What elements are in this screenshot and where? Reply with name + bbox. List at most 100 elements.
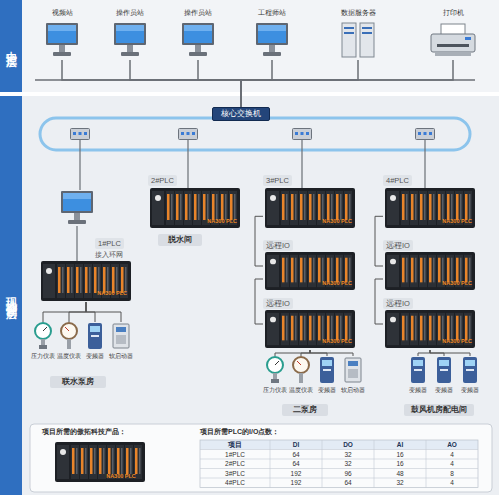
station-link [76, 226, 77, 261]
signal-wire [375, 279, 383, 324]
table-rule [200, 468, 478, 469]
band-background [0, 0, 499, 92]
layer-title: 现地控制层 [0, 96, 22, 495]
signal-wire [69, 302, 86, 322]
station-label: 数据服务器 [324, 8, 392, 18]
field-device: 变频器 [82, 322, 108, 366]
table-rule [426, 440, 427, 488]
plc-label: 远程IO [383, 240, 413, 251]
device-label: 变频器 [399, 386, 437, 394]
signal-wire [255, 279, 263, 324]
plc-image [41, 261, 131, 301]
table-cell: 2#PLC [200, 459, 270, 469]
table-cell: 192 [270, 478, 322, 488]
plc-label: 3#PLC [263, 175, 292, 186]
plc-label: 远程IO [383, 298, 413, 309]
panel-heading: 项目所需PLC的I/O点数： [200, 427, 279, 437]
station: 数据服务器 [330, 8, 386, 60]
table-cell: 3#PLC [200, 469, 270, 479]
plc-image [265, 310, 355, 348]
station-label: 打印机 [419, 8, 487, 18]
station-label: 视频站 [34, 8, 90, 18]
layer-title: 中控层 [0, 0, 22, 92]
table-rule [200, 478, 478, 479]
table-cell: 32 [322, 450, 374, 460]
plc-unit: 远程IO NA300 PLC [383, 240, 477, 292]
plc-unit: 远程IO NA300 PLC [383, 298, 477, 350]
table-cell: 4 [426, 459, 478, 469]
device-label: 软启动器 [334, 386, 372, 394]
note-label: 接入环网 [95, 250, 135, 260]
station-label: 工程师站 [244, 8, 300, 18]
ring-drop [301, 140, 302, 188]
soft-starter-icon [345, 358, 361, 382]
band-strip [0, 96, 22, 495]
device-label: 变频器 [76, 352, 114, 360]
band-background [0, 96, 499, 495]
device-label: 变频器 [425, 386, 463, 394]
table-cell: 64 [322, 478, 374, 488]
table-cell: 48 [374, 469, 426, 479]
station: 操作员站 [108, 8, 152, 60]
inverter-icon [320, 357, 334, 383]
switch-label: 核心交换机 [213, 108, 269, 120]
product-label: NA300 PLC [100, 472, 142, 480]
server-icon [342, 23, 374, 57]
ring-drop [424, 140, 425, 188]
field-device: 温度仪表 [288, 356, 314, 400]
summary-panel: 项目所需的傲拓科技产品：项目所需PLC的I/O点数： [30, 424, 492, 492]
table-cell: 1#PLC [200, 450, 270, 460]
table-cell: AO [426, 440, 478, 450]
plc-image [385, 310, 475, 348]
model-label: NA300 PLC [207, 218, 237, 225]
table-cell: 4 [426, 478, 478, 488]
ring-network [40, 118, 470, 150]
table-rule [374, 440, 375, 488]
model-label: NA300 PLC [442, 280, 472, 287]
plc-label: 4#PLC [383, 175, 412, 186]
station: 操作员站 [176, 8, 220, 60]
table-cell: 8 [426, 469, 478, 479]
signal-wire [418, 350, 430, 356]
layer-band: 现地控制层核心交换机1#PLCNA300 PLC2#PLCNA300 PLC3#… [0, 96, 499, 495]
network-cable [62, 60, 241, 107]
device-label: 变频器 [308, 386, 346, 394]
station: 工程师站 [250, 8, 294, 60]
device-label: 温度仪表 [50, 352, 88, 360]
inverter-icon [411, 357, 425, 383]
network-cable [130, 60, 241, 107]
table-cell: 32 [374, 478, 426, 488]
model-label: NA300 PLC [442, 338, 472, 345]
band-strip [0, 0, 22, 92]
plc-unit: 1#PLCNA300 PLC [40, 238, 132, 302]
network-cable [198, 60, 241, 107]
device-label: 软启动器 [102, 352, 140, 360]
table-cell: 64 [270, 450, 322, 460]
area-label: 脱水间 [158, 234, 202, 246]
table-cell: 16 [374, 459, 426, 469]
model-label: NA300 PLC [322, 338, 352, 345]
table-cell: 64 [270, 459, 322, 469]
area-label: 鼓风机房配电间 [404, 404, 474, 416]
table-cell: DO [322, 440, 374, 450]
temperature-gauge-icon [61, 323, 77, 349]
table-header [200, 440, 478, 450]
signal-wire [430, 350, 470, 356]
plc-label: 2#PLC [148, 175, 177, 186]
station: 打印机 [425, 8, 481, 60]
ring-switch [293, 129, 312, 140]
plc-image [150, 188, 240, 228]
core-switch: 核心交换机 [212, 107, 270, 121]
ring-drop [187, 140, 188, 188]
panel-background [30, 424, 492, 492]
field-device: 变频器 [314, 356, 340, 400]
station: 视频站 [40, 8, 84, 60]
station-label: 操作员站 [170, 8, 226, 18]
printer-icon [431, 24, 475, 56]
device-label: 变频器 [451, 386, 489, 394]
signal-wire [43, 302, 86, 322]
model-label: NA300 PLC [322, 218, 352, 225]
plc-unit: 远程IONA300 PLC [263, 298, 357, 350]
